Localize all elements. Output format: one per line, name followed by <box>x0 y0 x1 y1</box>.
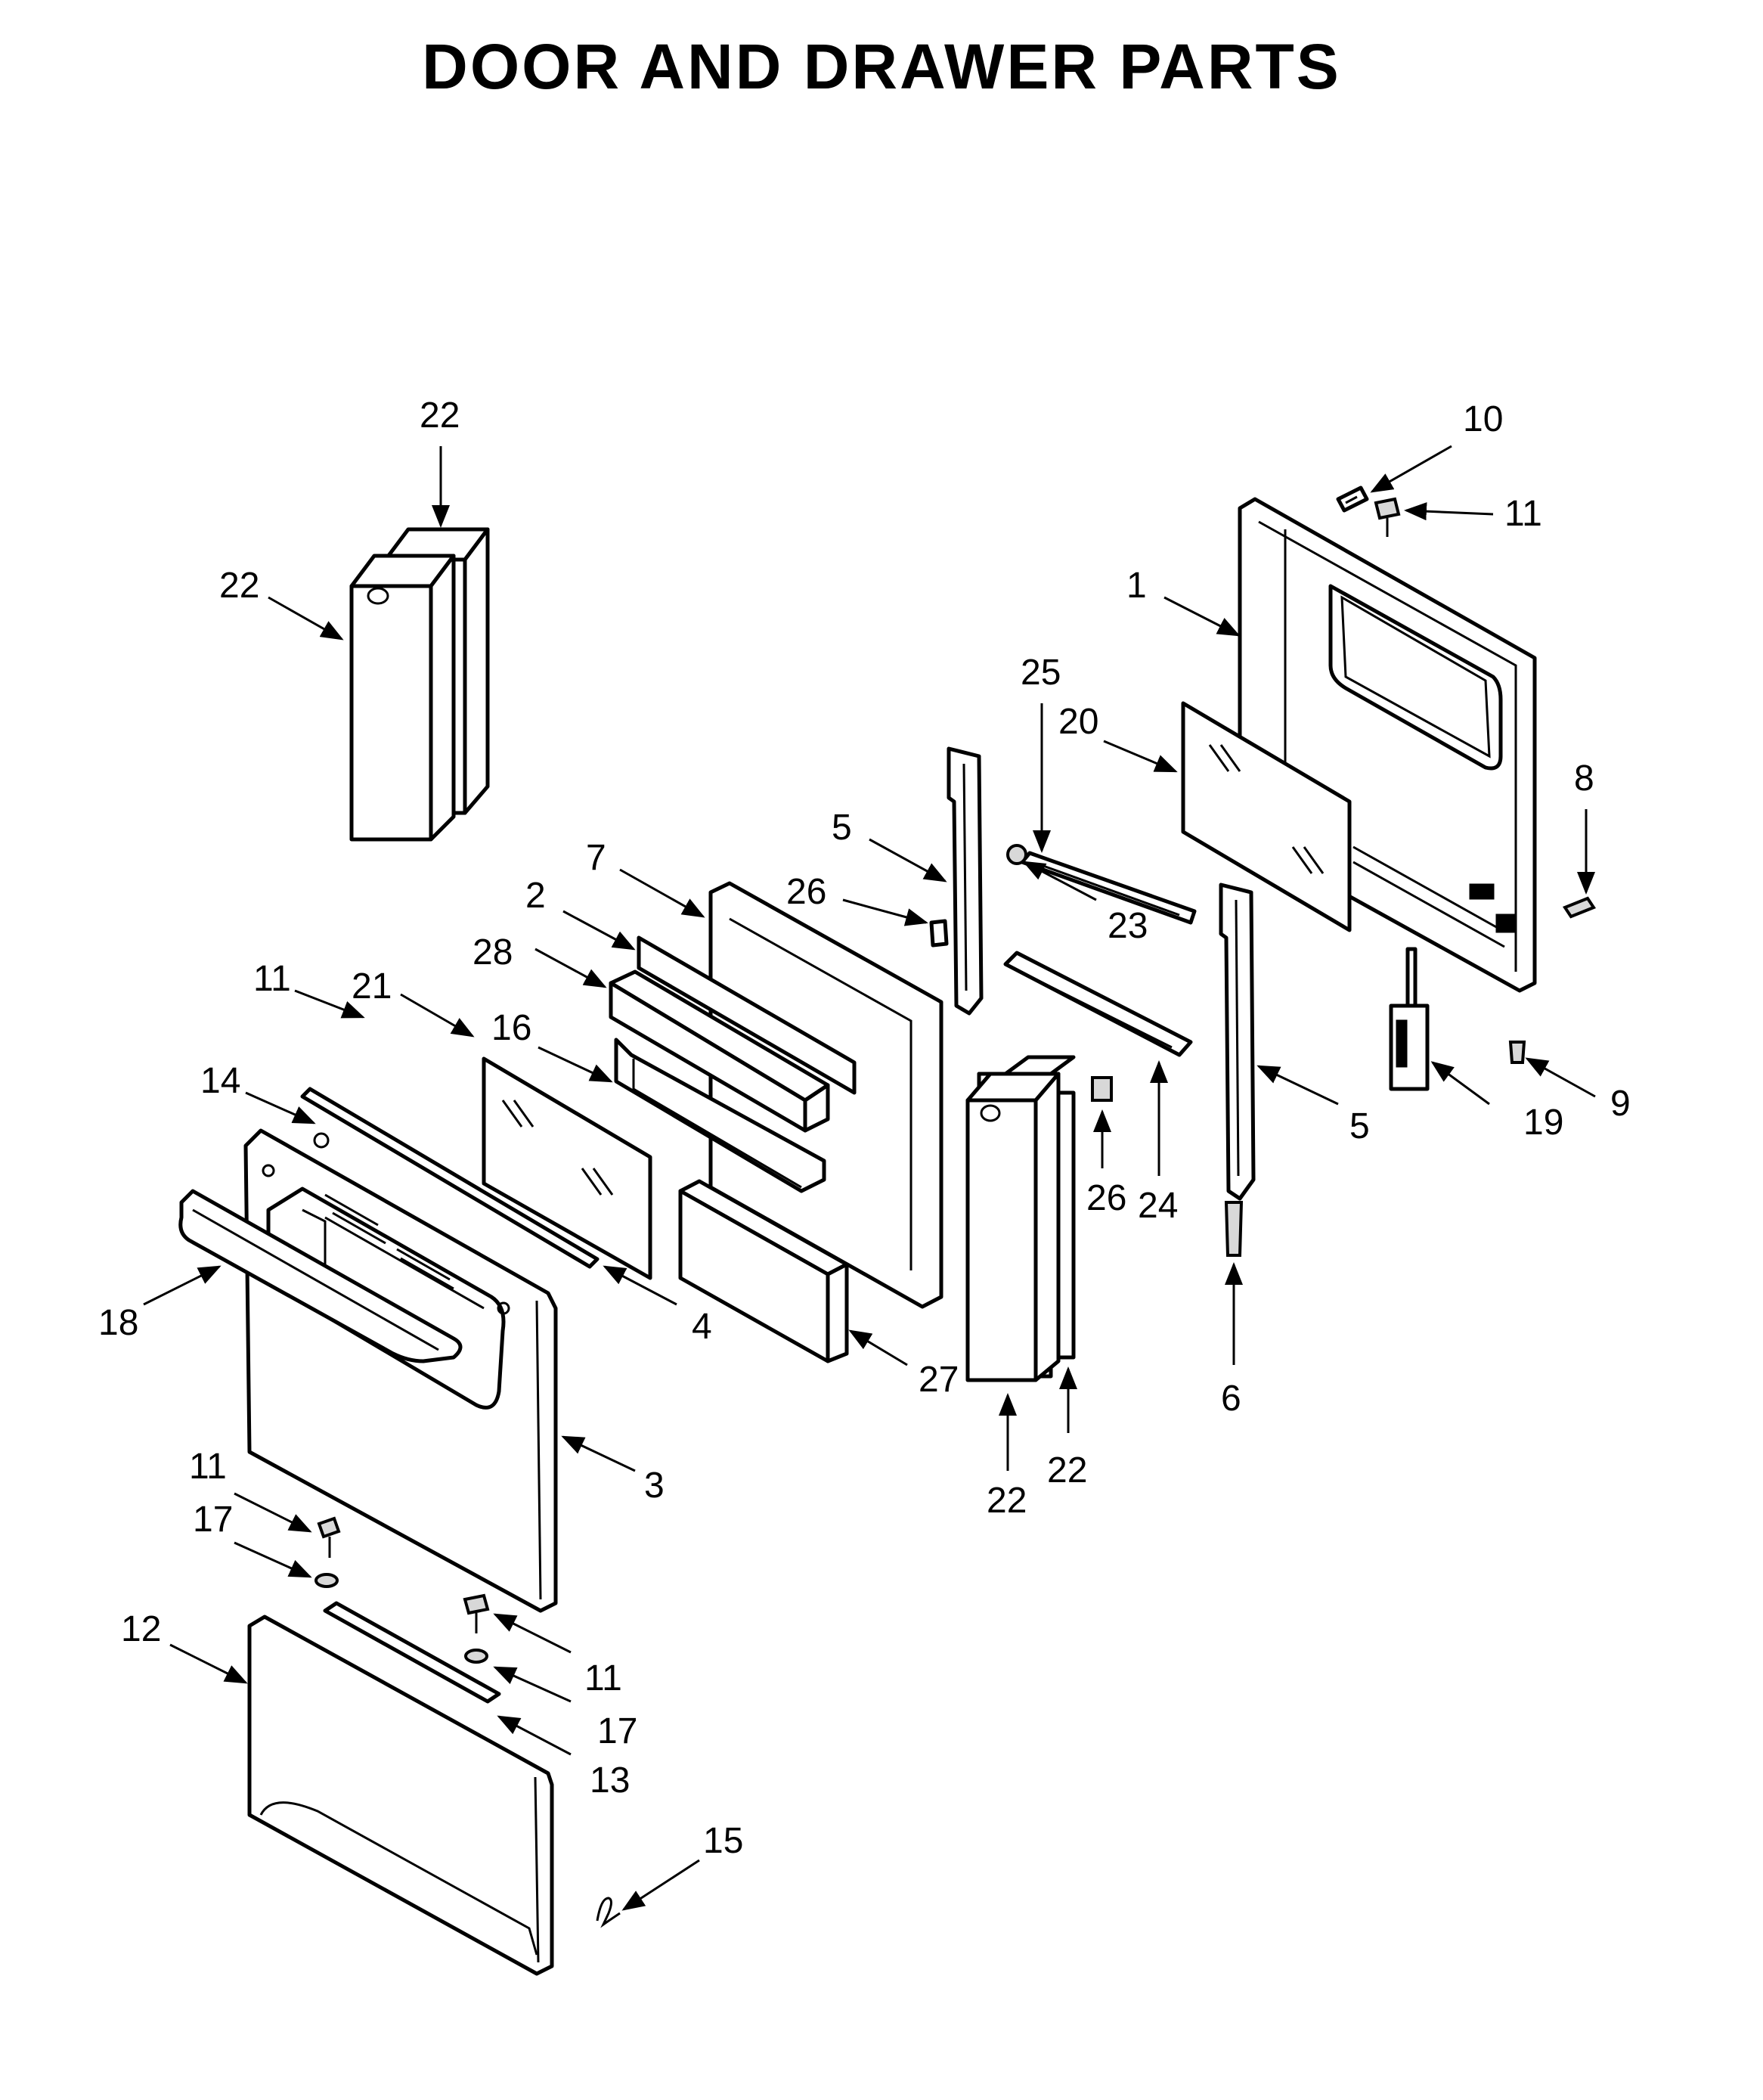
drawer-front-12 <box>247 1615 554 1976</box>
callout-22: 22 <box>219 566 259 606</box>
window-channel-28 <box>609 969 830 1133</box>
drawer-clip-15 <box>596 1897 621 1928</box>
baffle-24 <box>1003 951 1193 1057</box>
callout-1: 1 <box>1126 566 1147 606</box>
callout-20: 20 <box>1058 702 1098 742</box>
callout-15: 15 <box>703 1821 743 1861</box>
callout-10: 10 <box>1463 399 1503 439</box>
callout-17: 17 <box>597 1711 637 1751</box>
callout-19: 19 <box>1523 1103 1563 1143</box>
callout-3: 3 <box>644 1466 665 1506</box>
screw-8 <box>1562 896 1597 919</box>
callout-12: 12 <box>121 1609 161 1649</box>
glass-panel-21 <box>482 1056 652 1280</box>
callout-2: 2 <box>525 876 546 916</box>
drawer-bracket-13 <box>323 1601 501 1704</box>
callout-13: 13 <box>590 1760 630 1801</box>
screw-11-top <box>1374 497 1401 537</box>
callout-8: 8 <box>1574 758 1594 799</box>
screw-9 <box>1508 1041 1526 1064</box>
washer-17-right <box>464 1649 488 1664</box>
callout-11: 11 <box>584 1658 622 1698</box>
screw-23 <box>1006 844 1027 865</box>
washer-17-left <box>314 1573 339 1588</box>
callout-23: 23 <box>1108 906 1148 946</box>
screw-6 <box>1224 1201 1244 1257</box>
callout-9: 9 <box>1610 1084 1631 1124</box>
insulation-block-27 <box>678 1179 849 1363</box>
callout-24: 24 <box>1138 1186 1178 1226</box>
callout-11: 11 <box>1504 494 1542 534</box>
clip-26-mid <box>1091 1076 1113 1102</box>
callout-22: 22 <box>987 1481 1027 1521</box>
callout-25: 25 <box>1021 653 1061 693</box>
callout-27: 27 <box>919 1360 959 1400</box>
callout-5: 5 <box>832 808 852 848</box>
callout-21: 21 <box>352 966 392 1007</box>
clip-26-top <box>929 919 949 948</box>
callout-18: 18 <box>98 1303 138 1343</box>
door-side-rail-5-right <box>1219 882 1256 1201</box>
page-title: DOOR AND DRAWER PARTS <box>422 31 1341 102</box>
callout-5: 5 <box>1349 1106 1370 1146</box>
door-handle-18 <box>178 1189 463 1363</box>
callout-11: 11 <box>189 1447 227 1487</box>
hinge-19 <box>1389 947 1430 1091</box>
leader-lines <box>143 445 1596 1911</box>
trim-strip-4 <box>300 1087 600 1269</box>
callout-22: 22 <box>1047 1450 1087 1490</box>
callout-28: 28 <box>473 932 513 972</box>
callout-labels: 22 22 10 11 1 25 20 8 5 7 26 23 2 28 11 … <box>98 395 1631 1861</box>
callout-26: 26 <box>1086 1178 1126 1218</box>
callout-14: 14 <box>200 1061 240 1101</box>
callout-6: 6 <box>1221 1379 1241 1419</box>
outer-door-panel-3 <box>243 1128 558 1613</box>
screw-10 <box>1336 485 1369 513</box>
heat-shield-16 <box>614 1038 826 1193</box>
callout-17: 17 <box>193 1500 233 1540</box>
vent-slots <box>324 1193 454 1290</box>
screw-11-right <box>463 1593 490 1633</box>
callout-22: 22 <box>420 395 460 436</box>
callout-16: 16 <box>491 1008 531 1048</box>
callout-4: 4 <box>692 1307 712 1347</box>
insulation-block-upper <box>349 527 490 842</box>
callout-11: 11 <box>253 959 291 999</box>
callout-26: 26 <box>786 872 826 912</box>
callout-7: 7 <box>586 838 606 878</box>
window-gasket-2 <box>637 935 857 1095</box>
insulation-block-middle <box>965 1055 1076 1382</box>
inner-door-panel <box>1238 497 1537 993</box>
screw-11-low <box>317 1516 341 1558</box>
glass-panel-20 <box>1181 701 1352 932</box>
door-side-rail-5-top <box>947 746 984 1016</box>
